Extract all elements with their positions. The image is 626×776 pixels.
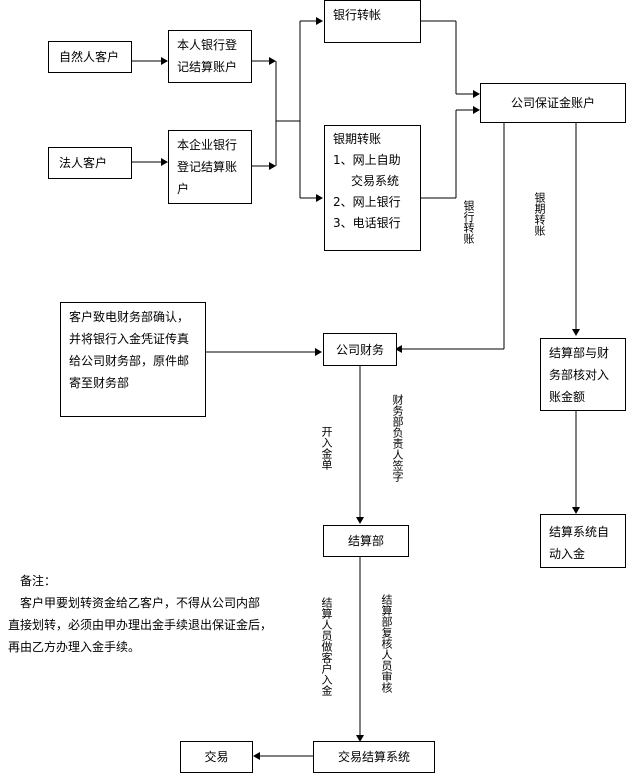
settlement-dept-node: 结算部 [323,525,409,557]
edge-label-settler-deposit: 结算人员做客户入金 [320,597,333,696]
node-item: 交易系统 [351,174,400,188]
legal-customer-node: 法人客户 [48,147,132,179]
edge-label-finance-head-sign: 财务部负责人签字 [391,394,404,482]
arrow-head [161,57,168,65]
note-line: 客户甲要划转资金给乙客户，不得从公司内部 [20,596,261,610]
note-line: 再由乙方办理入金手续。 [8,640,141,654]
bank-futures-transfer-node: 银期转账 1、网上自助 交易系统 2、网上银行 3、电话银行 [324,125,421,251]
auto-deposit-node: 结算系统自动入金 [540,514,626,568]
customer-confirm-node: 客户致电财务部确认，并将银行入金凭证传真给公司财务部，原件邮寄至财务部 [60,302,206,417]
trading-node: 交易 [180,741,253,773]
enterprise-account-node: 本企业银行登记结算账户 [168,130,252,204]
node-label: 自然人客户 [59,50,120,64]
natural-customer-node: 自然人客户 [48,41,132,73]
node-item: 2、网上银行 [333,195,401,209]
node-label: 公司保证金账户 [510,96,595,110]
settlement-check-node: 结算部与财务部核对入账金额 [540,338,626,411]
personal-account-node: 本人银行登记结算账户 [168,30,252,83]
edge-label-settlement-review: 结算部复核人员审核 [380,594,393,693]
edge-label-bank-futures-out: 银期转账 [533,192,546,236]
company-finance-node: 公司财务 [323,333,397,366]
node-label: 银行转帐 [333,8,382,22]
note-title: 备注： [20,574,57,588]
node-label: 本企业银行登记结算账户 [177,138,238,196]
node-label: 结算系统自动入金 [549,525,610,561]
margin-account-node: 公司保证金账户 [480,83,626,123]
trading-settlement-system-node: 交易结算系统 [313,741,435,773]
edge-label-issue-deposit-slip: 开入金单 [320,426,333,470]
node-label: 交易结算系统 [337,750,410,764]
node-item: 1、网上自助 [333,153,401,167]
node-label: 本人银行登记结算账户 [177,38,238,74]
node-title: 银期转账 [333,132,382,146]
node-label: 结算部与财务部核对入账金额 [549,346,610,404]
node-label: 客户致电财务部确认，并将银行入金凭证传真给公司财务部，原件邮寄至财务部 [69,310,190,390]
node-label: 法人客户 [59,156,108,170]
edge-label-bank-transfer-out: 银行转账 [462,200,475,244]
bank-transfer-node: 银行转帐 [324,0,421,43]
note-block: 备注： 客户甲要划转资金给乙客户，不得从公司内部 直接划转，必须由甲办理出金手续… [8,570,272,658]
arrow-head [161,158,168,166]
node-label: 公司财务 [335,342,384,357]
node-item: 3、电话银行 [333,216,401,230]
node-label: 结算部 [347,534,384,548]
node-label: 交易 [204,750,229,764]
note-line: 直接划转，必须由甲办理出金手续退出保证金后， [8,618,273,632]
